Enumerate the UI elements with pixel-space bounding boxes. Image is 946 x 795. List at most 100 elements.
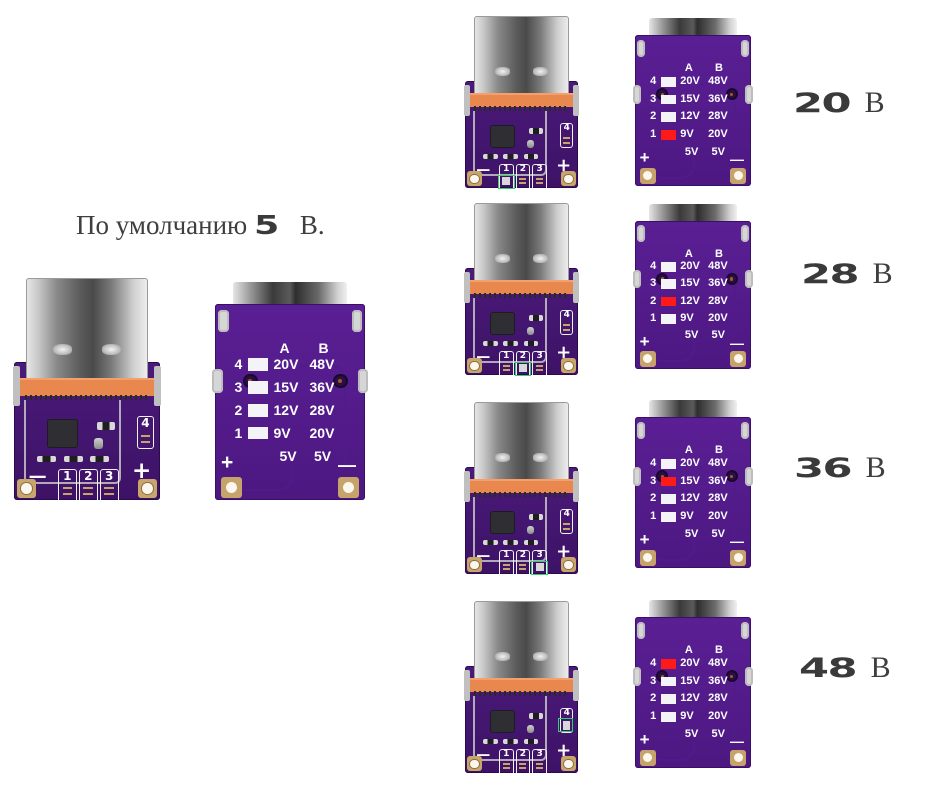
jumper-3[interactable]: 3 bbox=[532, 163, 547, 188]
select-pad-4[interactable] bbox=[660, 261, 676, 272]
smd-capacitor bbox=[527, 326, 534, 336]
select-pad-4[interactable] bbox=[660, 76, 676, 87]
select-pad-4[interactable] bbox=[660, 458, 676, 469]
via-right bbox=[727, 672, 736, 681]
jumper-number: 2 bbox=[84, 468, 93, 483]
jumper-2[interactable]: 2 bbox=[515, 748, 531, 773]
jumper-1[interactable]: 1 bbox=[498, 350, 514, 375]
select-pad-1[interactable] bbox=[660, 711, 676, 722]
jumper-pad-bottom bbox=[519, 767, 527, 770]
jumper-3[interactable]: 3 bbox=[531, 549, 548, 575]
select-pad-3[interactable] bbox=[248, 381, 268, 394]
jumper-2[interactable]: 2 bbox=[78, 468, 98, 500]
jumper-4[interactable]: 4 bbox=[559, 508, 574, 535]
column-header-a: A bbox=[684, 644, 693, 657]
corner-tab-tr bbox=[740, 621, 749, 639]
jumper-pad-bottom bbox=[83, 492, 93, 495]
row-index-3: 3 bbox=[650, 474, 657, 487]
pcb-trace bbox=[695, 663, 736, 748]
smd-component bbox=[523, 738, 539, 744]
voltage-b-4: 48V bbox=[309, 356, 335, 373]
jumper-1[interactable]: 1 bbox=[498, 549, 514, 574]
bridge-highlight bbox=[497, 175, 515, 189]
usb-hole-right bbox=[101, 344, 121, 356]
voltage-value: 28 bbox=[801, 259, 860, 290]
select-pad-3[interactable] bbox=[660, 476, 676, 487]
usb-c-connector bbox=[474, 601, 569, 684]
usb-hole-left bbox=[494, 254, 510, 263]
select-pad-1[interactable] bbox=[660, 129, 676, 140]
select-pad-2[interactable] bbox=[660, 494, 676, 505]
default-voltage-caption: По умолчанию 5 В. bbox=[76, 210, 325, 241]
select-pad-2[interactable] bbox=[660, 694, 676, 705]
voltage-unit: В bbox=[865, 451, 886, 484]
select-pad-1[interactable] bbox=[660, 313, 676, 324]
voltage-b-3: 36V bbox=[708, 92, 728, 105]
select-pad-2[interactable] bbox=[660, 296, 676, 307]
jumper-1[interactable]: 1 bbox=[497, 163, 515, 189]
voltage-b-2: 28V bbox=[708, 492, 728, 505]
select-pad-1[interactable] bbox=[248, 426, 268, 440]
row-index-4: 4 bbox=[650, 74, 657, 87]
select-pad-4[interactable] bbox=[660, 658, 676, 669]
controller-chip bbox=[490, 512, 514, 533]
via-left bbox=[658, 672, 667, 681]
row-index-3: 3 bbox=[650, 277, 657, 290]
jumper-2[interactable]: 2 bbox=[515, 549, 531, 574]
row-index-2: 2 bbox=[650, 492, 657, 505]
row-index-4: 4 bbox=[650, 456, 657, 469]
jumper-3[interactable]: 3 bbox=[99, 468, 119, 500]
jumper-3[interactable]: 3 bbox=[532, 350, 547, 375]
jumper-4[interactable]: 4 bbox=[557, 707, 574, 734]
plus-label: + bbox=[639, 331, 650, 351]
corner-tab-ml bbox=[632, 667, 641, 686]
jumper-2[interactable]: 2 bbox=[514, 350, 532, 376]
usb-pins bbox=[473, 492, 570, 498]
voltage-b-1: 20V bbox=[309, 424, 335, 441]
select-pad-3[interactable] bbox=[660, 676, 676, 687]
select-pad-4[interactable] bbox=[248, 358, 268, 371]
minus-label: — bbox=[28, 465, 47, 487]
smd-component bbox=[483, 153, 498, 159]
select-pad-3[interactable] bbox=[660, 94, 676, 105]
jumper-pad-bottom bbox=[502, 369, 510, 372]
voltage-a-3: 15V bbox=[680, 277, 700, 290]
side-pad-left bbox=[464, 670, 470, 702]
shield-outline bbox=[472, 496, 548, 562]
plus-label: + bbox=[639, 530, 650, 550]
jumper-4[interactable]: 4 bbox=[559, 122, 574, 149]
voltage-a-4: 20V bbox=[680, 656, 700, 669]
jumper-pad-bottom bbox=[563, 329, 570, 332]
row-index-1: 1 bbox=[650, 127, 657, 140]
usb-c-connector bbox=[474, 402, 569, 485]
select-pad-2[interactable] bbox=[248, 403, 268, 417]
voltage-a-4: 20V bbox=[273, 356, 299, 373]
usb-hole-left bbox=[494, 67, 510, 76]
pcb-trace bbox=[648, 322, 696, 363]
jumper-4[interactable]: 4 bbox=[559, 309, 574, 336]
jumper-2[interactable]: 2 bbox=[515, 163, 531, 188]
voltage-b-1: 20V bbox=[708, 509, 728, 522]
select-pad-2[interactable] bbox=[660, 112, 676, 123]
mount-hole-right bbox=[561, 171, 576, 186]
voltage-unit: В bbox=[864, 86, 885, 119]
voltage-a-1: 9V bbox=[680, 311, 694, 324]
select-pad-1[interactable] bbox=[660, 511, 676, 522]
jumper-pad-bottom bbox=[62, 492, 73, 495]
select-pad-3[interactable] bbox=[660, 279, 676, 290]
jumper-3[interactable]: 3 bbox=[532, 748, 547, 773]
jumper-1[interactable]: 1 bbox=[498, 748, 514, 773]
voltage-b-base: 5V bbox=[711, 329, 726, 342]
plus-label: + bbox=[639, 730, 650, 750]
side-pad-left bbox=[464, 85, 470, 117]
jumper-1[interactable]: 1 bbox=[57, 468, 77, 500]
mount-hole-left bbox=[639, 167, 656, 184]
jumper-number: 3 bbox=[536, 163, 543, 174]
usb-housing bbox=[469, 93, 574, 112]
jumper-4[interactable]: 4 bbox=[136, 415, 155, 449]
column-header-b: B bbox=[715, 247, 723, 260]
voltage-a-4: 20V bbox=[680, 456, 700, 469]
jumper-number: 4 bbox=[563, 122, 570, 133]
